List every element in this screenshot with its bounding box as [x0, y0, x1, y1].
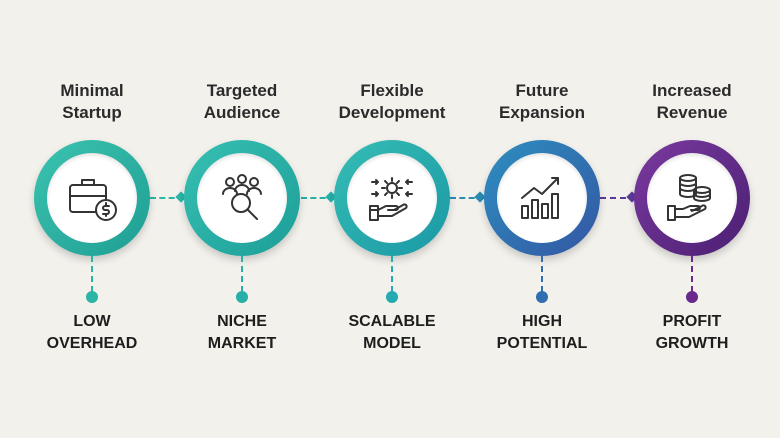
- step-drop-line: [241, 256, 243, 292]
- connector-2-3: [301, 197, 335, 199]
- step-drop-dot: [536, 291, 548, 303]
- step-title: Targeted Audience: [203, 81, 281, 122]
- connector-3-4: [450, 197, 484, 199]
- step-ring: [634, 140, 750, 256]
- step-title: Minimal Startup: [60, 81, 124, 122]
- step-increased-revenue: Increased Revenue PROFIT: [617, 0, 767, 438]
- step-disc: [197, 153, 287, 243]
- step-drop-line: [691, 256, 693, 292]
- step-drop-line: [391, 256, 393, 292]
- audience-search-icon: [222, 174, 262, 220]
- step-disc: [647, 153, 737, 243]
- step-title: Flexible Development: [338, 81, 446, 122]
- step-label: SCALABLE MODEL: [348, 313, 436, 352]
- step-drop-dot: [686, 291, 698, 303]
- step-drop-dot: [386, 291, 398, 303]
- step-targeted-audience: Targeted Audience NICHE MARKET: [167, 0, 317, 438]
- step-ring: [484, 140, 600, 256]
- coins-hand-icon: [667, 174, 711, 221]
- growth-chart-icon: [521, 177, 559, 219]
- step-drop-dot: [86, 291, 98, 303]
- step-label: PROFIT GROWTH: [655, 313, 729, 352]
- step-disc: [347, 153, 437, 243]
- step-disc: [47, 153, 137, 243]
- step-title: Future Expansion: [499, 81, 585, 122]
- step-ring: [334, 140, 450, 256]
- connector-1-2: [150, 197, 184, 199]
- step-minimal-startup: Minimal Startup LOW OVERHEAD: [17, 0, 167, 438]
- step-ring: [184, 140, 300, 256]
- step-ring: [34, 140, 150, 256]
- step-disc: [497, 153, 587, 243]
- step-drop-dot: [236, 291, 248, 303]
- step-flexible-development: Flexible Development SCALAB: [317, 0, 467, 438]
- connector-4-5: [600, 197, 636, 199]
- step-title: Increased Revenue: [652, 81, 732, 122]
- briefcase-dollar-icon: [69, 179, 117, 221]
- gear-hand-icon: [369, 177, 413, 221]
- step-label: HIGH POTENTIAL: [496, 313, 588, 352]
- step-future-expansion: Future Expansion HIGH POTENTIAL: [467, 0, 617, 438]
- step-label: NICHE MARKET: [207, 313, 277, 352]
- step-drop-line: [541, 256, 543, 292]
- step-label: LOW OVERHEAD: [46, 313, 138, 352]
- step-drop-line: [91, 256, 93, 292]
